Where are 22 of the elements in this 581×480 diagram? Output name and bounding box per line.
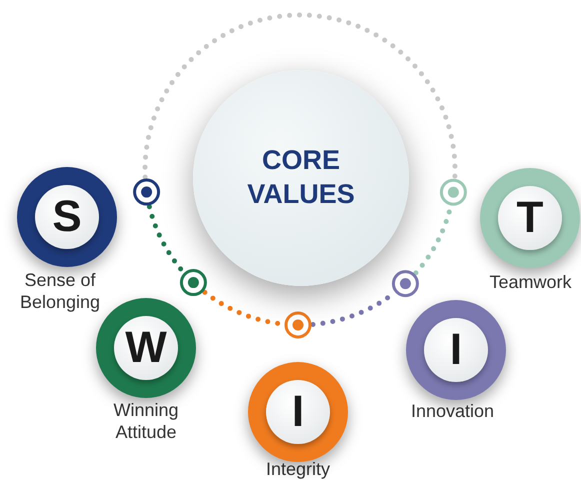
ring-marker: [133, 178, 160, 206]
letter: S: [52, 192, 82, 242]
letter: I: [292, 387, 304, 437]
dotted-connector: [146, 204, 186, 274]
letter-bubble: [480, 168, 580, 268]
value-label: Sense of Belonging: [18, 270, 102, 314]
ring-marker: [392, 270, 419, 298]
letter: T: [516, 193, 544, 243]
ring-marker: [284, 311, 312, 338]
value-label: Teamwork: [488, 272, 573, 294]
value-label: Innovation: [410, 401, 496, 423]
letter-bubble: [406, 300, 506, 400]
value-label: Winning Attitude: [112, 400, 180, 444]
ring-marker: [180, 269, 207, 296]
letter: I: [450, 325, 462, 375]
dotted-connector: [142, 12, 458, 180]
letter: W: [125, 323, 167, 373]
letter-bubble: [248, 362, 348, 462]
ring-marker: [440, 178, 467, 206]
letter-bubble: [17, 167, 117, 267]
value-label: Integrity: [264, 459, 332, 480]
circle-heading: CORE VALUES: [246, 144, 356, 211]
